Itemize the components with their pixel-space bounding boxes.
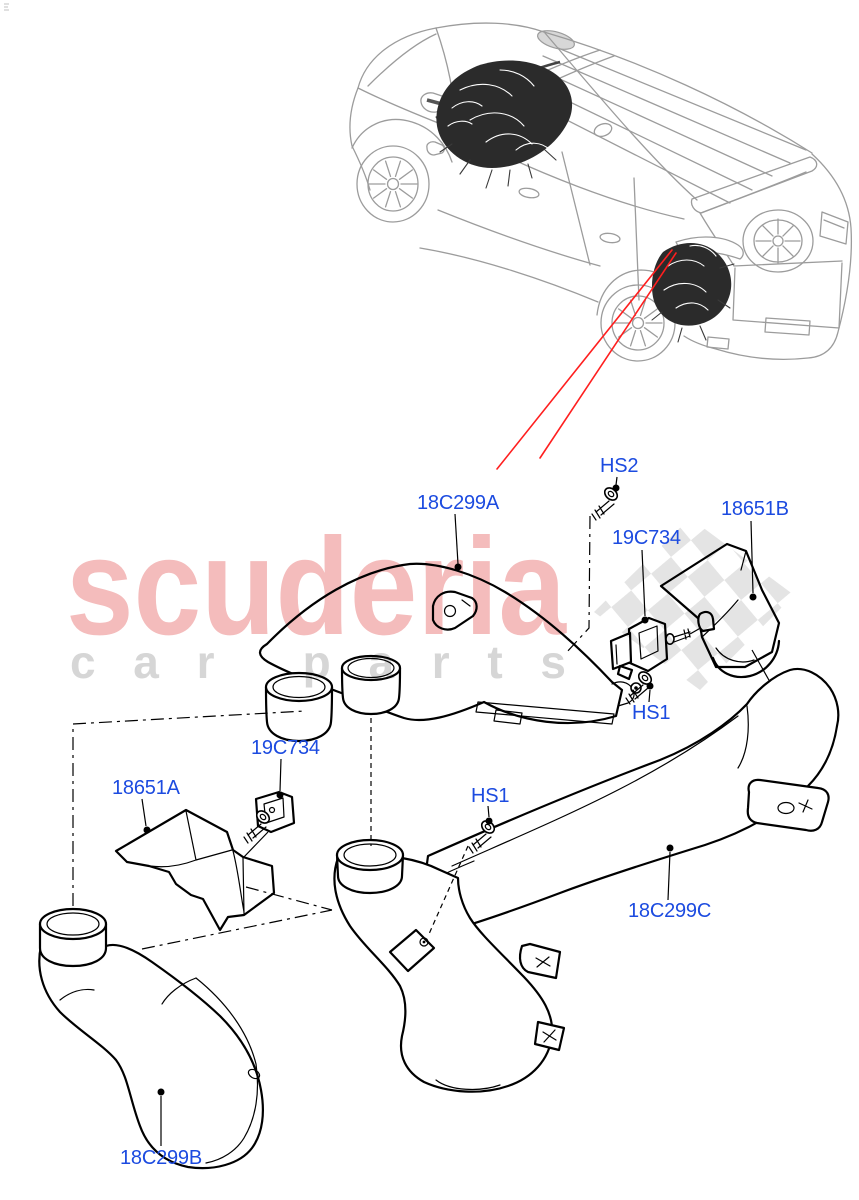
label-18c299b[interactable]: 18C299B: [120, 1147, 202, 1169]
label-18c299a[interactable]: 18C299A: [417, 492, 499, 514]
duct-18c299c-drawing: [333, 667, 840, 1093]
front-left-wheel: [356, 145, 430, 223]
roof-vent: [537, 30, 575, 50]
label-19c734-upper[interactable]: 19C734: [612, 527, 681, 549]
rear-right-wheel: [742, 209, 814, 273]
location-pointer-lines: [496, 249, 677, 470]
valve-19c734-lower-drawing: [242, 790, 296, 859]
label-hs1-right[interactable]: HS1: [632, 702, 671, 724]
rear-left-wheel: [600, 284, 676, 362]
rear-harness-cluster: [651, 236, 744, 343]
watermark-brand-text: scuderia: [66, 510, 567, 664]
watermark-layer: scuderia car parts: [66, 510, 794, 690]
duct-18c299b-drawing: [38, 907, 264, 1170]
corner-artifact: [4, 3, 9, 11]
label-hs1-center[interactable]: HS1: [471, 785, 510, 807]
watermark-tagline-text: car parts: [70, 636, 566, 688]
label-18651b[interactable]: 18651B: [721, 498, 789, 520]
label-18651a[interactable]: 18651A: [112, 777, 180, 799]
duct-18c299a-drawing: [258, 562, 642, 743]
label-19c734-lower[interactable]: 19C734: [251, 737, 320, 759]
vehicle-illustration: [349, 22, 853, 362]
insulator-18651a-drawing: [114, 808, 276, 932]
assembly-reference-lines: [72, 515, 591, 950]
dashboard-assembly-cluster: [435, 60, 573, 189]
label-18c299c[interactable]: 18C299C: [628, 900, 712, 922]
label-hs2[interactable]: HS2: [600, 455, 639, 477]
checkered-flag-watermark: [594, 518, 794, 690]
